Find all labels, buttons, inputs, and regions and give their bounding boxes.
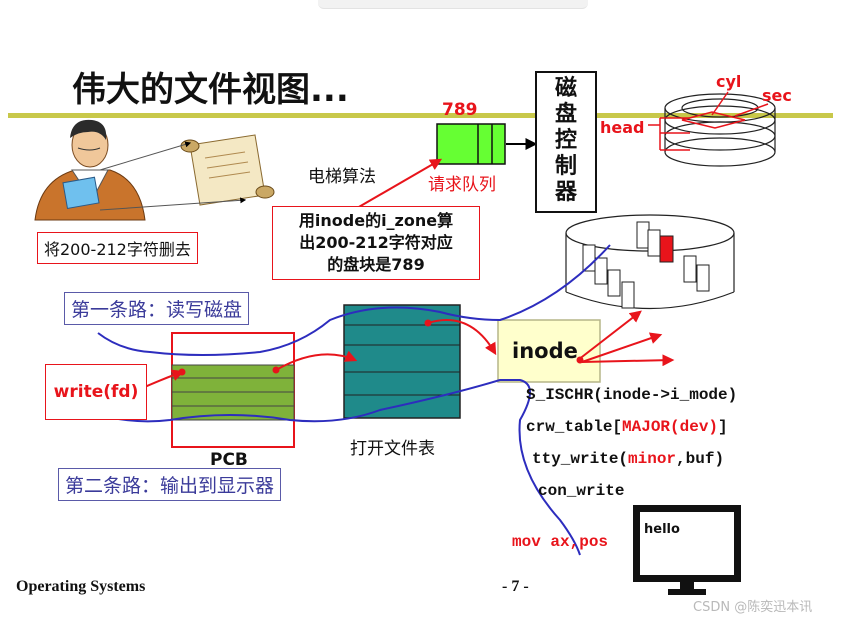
code-segment: ] <box>718 418 728 436</box>
code-line-4: con_write <box>538 482 624 500</box>
open-file-table-label: 打开文件表 <box>350 439 435 459</box>
road2-label: 第二条路：输出到显示器 <box>58 468 282 501</box>
disk-platters-icon <box>664 93 776 167</box>
scroll-document-icon <box>180 134 275 206</box>
write-fd-box: write(fd) <box>45 364 147 420</box>
code-segment: crw_table[ <box>526 418 623 436</box>
sector-outline <box>681 111 746 129</box>
code-line-1: S_ISCHR(inode->i_mode) <box>526 386 737 404</box>
sec-label: sec <box>762 86 792 105</box>
inode-box <box>497 319 601 383</box>
disk-controller-box <box>535 71 597 213</box>
watermark: CSDN @陈奕迅本讯 <box>693 600 813 615</box>
mov-instruction: mov ax,pos <box>512 533 609 551</box>
inode-label: inode <box>512 339 578 363</box>
code-segment: tty_write( <box>532 450 629 468</box>
code-segment: minor <box>628 450 677 468</box>
request-queue <box>436 123 506 165</box>
sec-pointer <box>734 103 769 117</box>
cyl-pointer <box>711 91 729 116</box>
code-segment: S_ISCHR(inode->i_mode) <box>526 386 738 404</box>
title-underline-bar <box>8 113 833 118</box>
delete-chars-note: 将200-212字符删去 <box>37 232 198 264</box>
open-file-table <box>343 304 461 419</box>
target-block-789 <box>659 235 674 263</box>
monitor-icon <box>633 505 741 595</box>
inode-zone-note: 用inode的i_zone算 出200-212字符对应 的盘块是789 <box>272 206 480 280</box>
pcb-file-table <box>171 364 295 421</box>
road2-path <box>89 379 581 556</box>
disk-controller-label: 磁 盘 控 制 器 <box>554 76 577 205</box>
monitor-hello-text: hello <box>644 522 680 537</box>
elevator-arrow <box>344 158 443 216</box>
gaze-line-top <box>99 141 192 171</box>
inode-block-arrow-1 <box>577 310 642 361</box>
code-line-3: tty_write(minor,buf) <box>532 450 724 468</box>
inode-block-arrow-2 <box>581 332 663 363</box>
disk-blocks <box>582 221 710 309</box>
road1-label: 第一条路：读写磁盘 <box>64 292 250 325</box>
pcb-to-table-arrow <box>275 350 358 371</box>
cyl-label: cyl <box>716 72 742 91</box>
request-queue-label: 请求队列 <box>428 175 496 195</box>
head-bracket <box>648 117 690 151</box>
top-tab-bar <box>318 0 588 9</box>
code-segment: ,buf) <box>676 450 725 468</box>
code-line-2: crw_table[MAJOR(dev)] <box>526 418 728 436</box>
footer-course: Operating Systems <box>16 578 146 595</box>
gaze-line-bottom <box>99 197 247 211</box>
elevator-algorithm-label: 电梯算法 <box>308 167 376 187</box>
footer-page-number: - 7 - <box>502 578 529 595</box>
head-label: head <box>600 118 645 137</box>
code-segment: MAJOR(dev) <box>622 418 719 436</box>
table-to-inode-arrow <box>427 319 497 356</box>
pcb-label: PCB <box>210 450 248 470</box>
road1-path <box>97 244 611 356</box>
slide-title: 伟大的文件视图... <box>72 70 349 110</box>
inode-block-arrow-3 <box>581 354 675 367</box>
person-reading-icon <box>34 119 146 221</box>
queue-number-label: 789 <box>442 100 478 120</box>
code-segment: con_write <box>538 482 625 500</box>
